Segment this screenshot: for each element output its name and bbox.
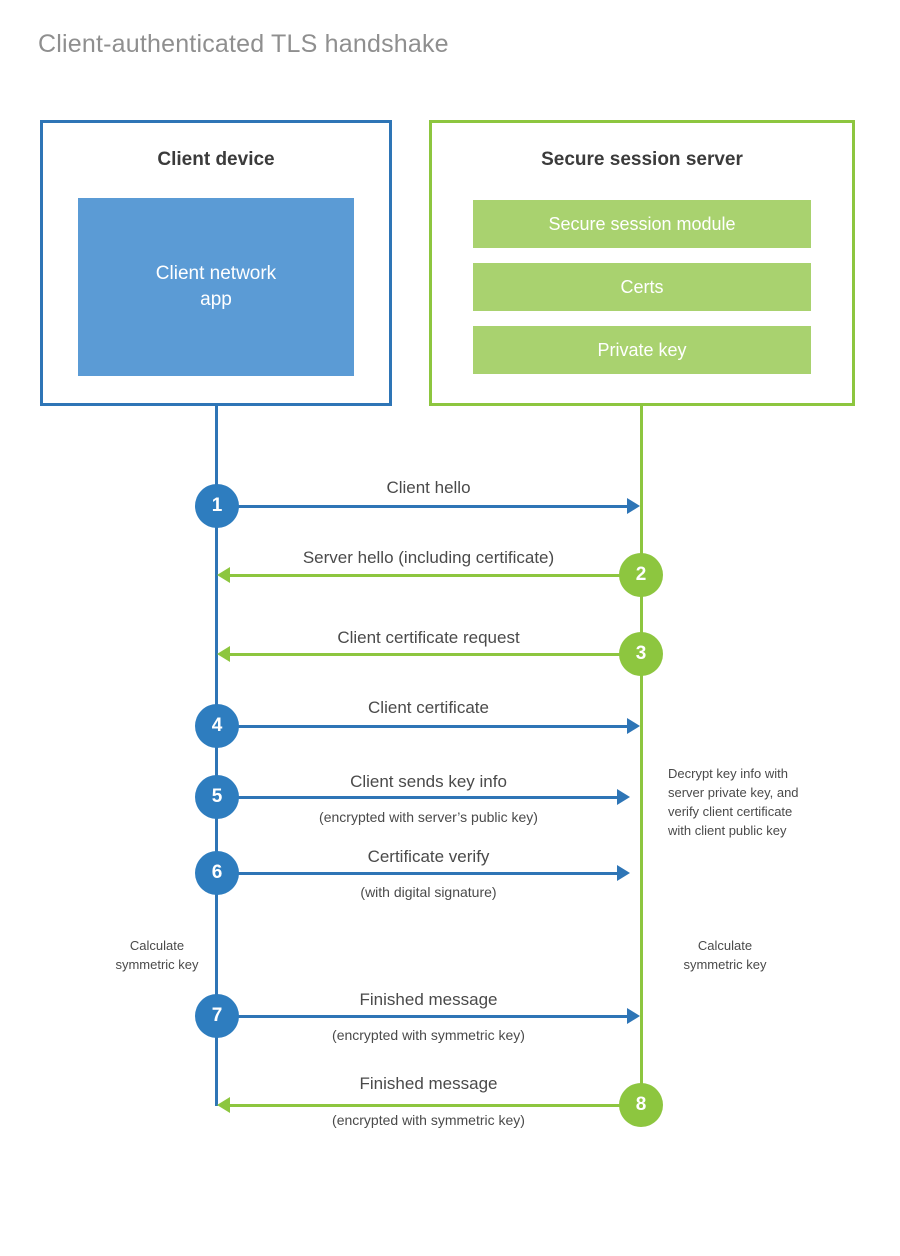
server-component-certs: Certs	[473, 263, 811, 311]
client-device-title: Client device	[157, 149, 275, 170]
step-6-arrow-line	[217, 872, 617, 875]
step-badge-5[interactable]: 5	[195, 775, 239, 819]
server-lifeline	[640, 406, 643, 1106]
step-7-arrow-head-icon	[627, 1008, 640, 1024]
step-6-arrow-head-icon	[617, 865, 630, 881]
step-5-sublabel: (encrypted with server’s public key)	[319, 809, 538, 825]
secure-session-server-title: Secure session server	[541, 149, 743, 170]
step-badge-4[interactable]: 4	[195, 704, 239, 748]
step-badge-6[interactable]: 6	[195, 851, 239, 895]
server-decrypt-note: Decrypt key info with server private key…	[668, 766, 799, 838]
step-2-arrow-head-icon	[217, 567, 230, 583]
step-badge-8[interactable]: 8	[619, 1083, 663, 1127]
step-3-arrow-head-icon	[217, 646, 230, 662]
step-badge-7[interactable]: 7	[195, 994, 239, 1038]
step-7-arrow-line	[217, 1015, 627, 1018]
client-calculate-symmetric-key-note: Calculate symmetric key	[115, 938, 199, 972]
step-4-arrow-line	[217, 725, 627, 728]
step-badge-3[interactable]: 3	[619, 632, 663, 676]
step-2-arrow-line	[230, 574, 641, 577]
step-5-arrow-head-icon	[617, 789, 630, 805]
step-7-label: Finished message	[359, 990, 498, 1009]
step-8-arrow-line	[230, 1104, 641, 1107]
server-component-private-key: Private key	[473, 326, 811, 374]
step-6-sublabel: (with digital signature)	[360, 884, 497, 900]
step-badge-1[interactable]: 1	[195, 484, 239, 528]
step-1-arrow-head-icon	[627, 498, 640, 514]
step-6-label: Certificate verify	[367, 847, 490, 866]
step-7-sublabel: (encrypted with symmetric key)	[332, 1027, 525, 1043]
step-4-label: Client certificate	[368, 698, 489, 717]
step-5-arrow-line	[217, 796, 617, 799]
page-title: Client-authenticated TLS handshake	[38, 30, 449, 58]
server-component-secure-session-module: Secure session module	[473, 200, 811, 248]
server-calculate-symmetric-key-note: Calculate symmetric key	[683, 938, 767, 972]
step-2-label: Server hello (including certificate)	[302, 548, 555, 567]
step-8-sublabel: (encrypted with symmetric key)	[332, 1112, 525, 1128]
step-8-arrow-head-icon	[217, 1097, 230, 1113]
client-network-app-block: Client network app	[78, 198, 354, 376]
step-4-arrow-head-icon	[627, 718, 640, 734]
step-8-label: Finished message	[359, 1074, 498, 1093]
step-1-label: Client hello	[386, 478, 471, 497]
step-1-arrow-line	[217, 505, 627, 508]
client-lifeline	[215, 406, 218, 1106]
step-3-label: Client certificate request	[337, 628, 520, 647]
step-5-label: Client sends key info	[350, 772, 507, 791]
step-3-arrow-line	[230, 653, 641, 656]
secure-session-server-box: Secure session server Secure session mod…	[429, 120, 855, 406]
step-badge-2[interactable]: 2	[619, 553, 663, 597]
client-device-box: Client device Client network app	[40, 120, 392, 406]
